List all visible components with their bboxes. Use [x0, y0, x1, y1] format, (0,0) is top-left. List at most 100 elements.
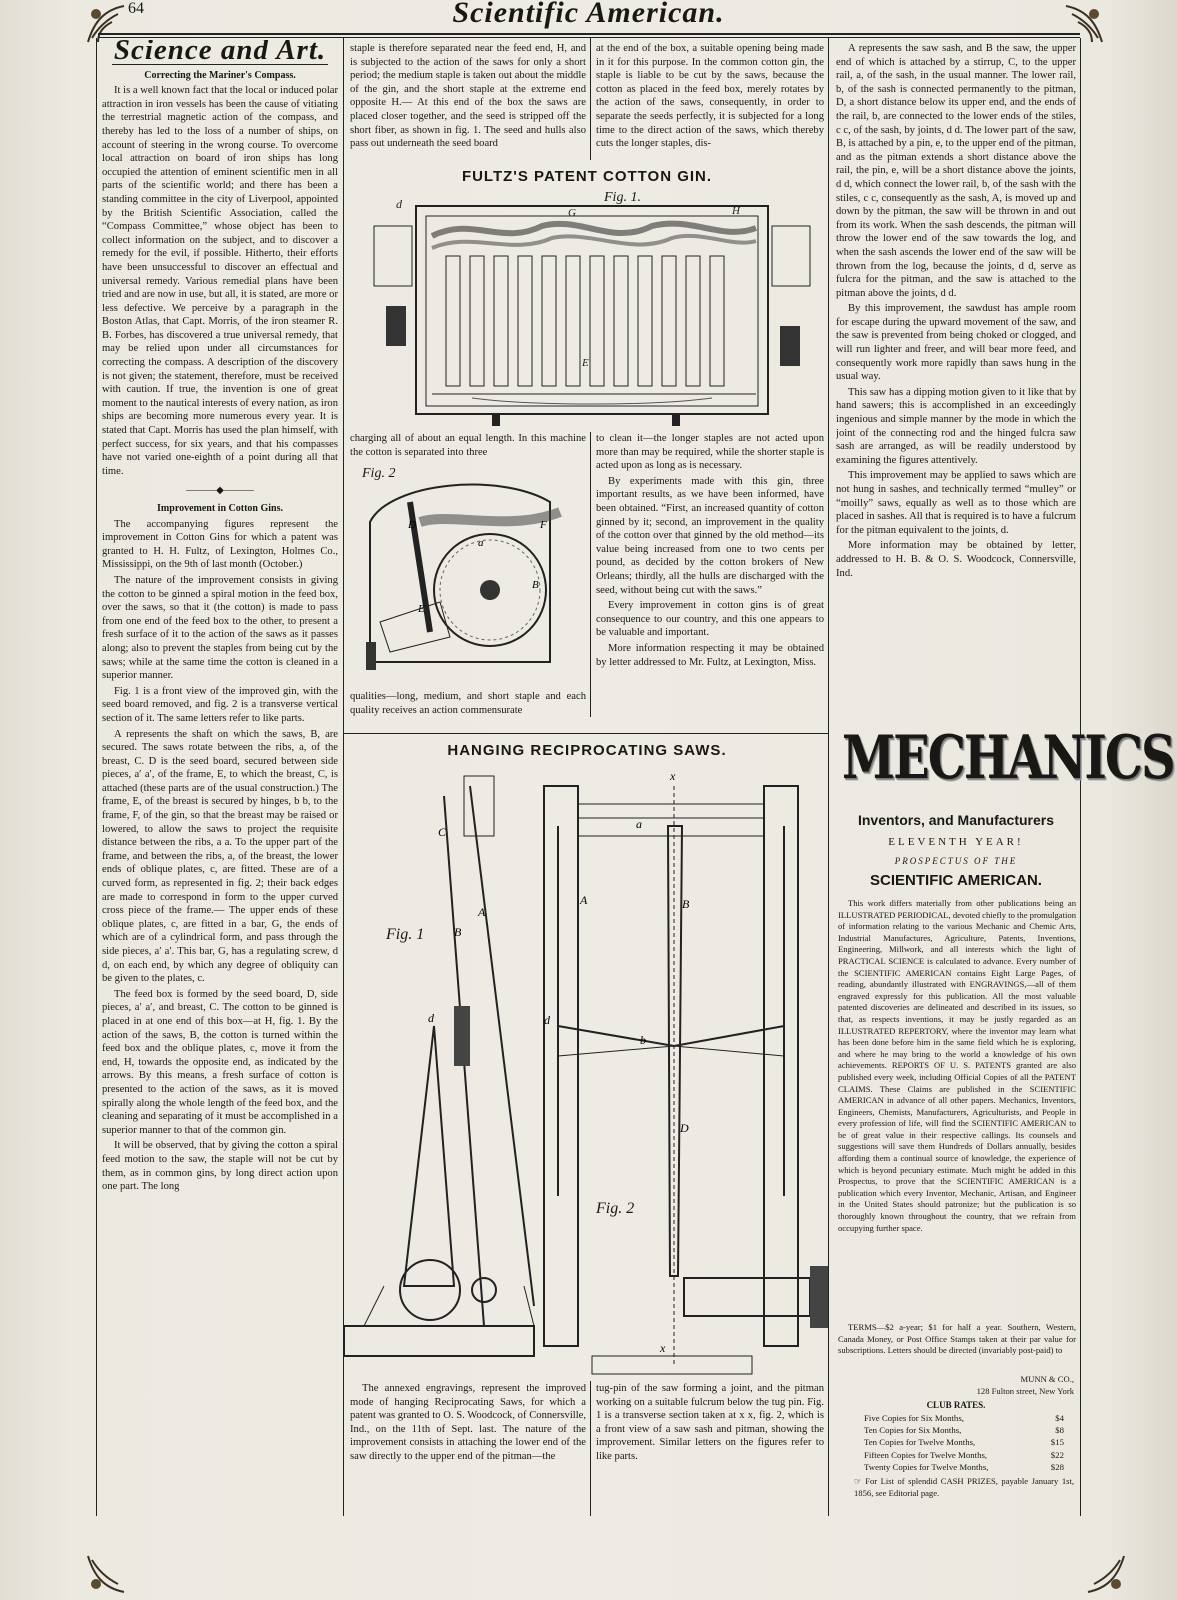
article-title: Improvement in Cotton Gins. [157, 503, 283, 514]
ad-terms: TERMS—$2 a-year; $1 for half a year. Sou… [838, 1322, 1076, 1356]
advertisement: MECHANICS Inventors, and Manufacturers E… [834, 700, 1176, 1530]
paragraph: This improvement may be applied to saws … [836, 470, 1076, 536]
svg-text:d: d [396, 197, 403, 211]
column-4: A represents the saw sash, and B the saw… [836, 42, 1076, 692]
saw-text-left: The annexed engravings, represent the im… [350, 1382, 586, 1522]
ad-address: 128 Fulton street, New York [976, 1386, 1074, 1396]
column-2-top: staple is therefore separated near the f… [350, 42, 586, 162]
paragraph: A represents the shaft on which the saws… [102, 728, 338, 985]
svg-text:D: D [407, 519, 416, 531]
paragraph: More information may be obtained by lett… [836, 540, 1076, 579]
rate-price: $8 [1055, 1425, 1064, 1436]
cotton-gin-fig1: d G H E [373, 197, 811, 426]
page-number: 64 [128, 0, 144, 17]
svg-text:b: b [640, 1033, 646, 1047]
divider [112, 63, 328, 65]
club-rate-row: Ten Copies for Six Months,$8 [864, 1424, 1064, 1436]
ad-body: This work differs materially from other … [838, 898, 1076, 1233]
paragraph: qualities—long, medium, and short staple… [350, 691, 586, 716]
column-2-bottom: qualities—long, medium, and short staple… [350, 690, 586, 730]
figure-title: HANGING RECIPROCATING SAWS. [447, 742, 727, 759]
svg-text:E: E [581, 357, 589, 369]
svg-text:F: F [539, 519, 547, 531]
corner-ornament-icon [1065, 5, 1103, 43]
figure-label: Fig. 1. [604, 190, 641, 205]
section-rule [343, 733, 828, 734]
masthead-rule [98, 37, 1080, 38]
figure-label: Fig. 1 [386, 926, 425, 943]
column-rule [96, 38, 97, 1516]
column-3-top: at the end of the box, a suitable openin… [596, 42, 824, 162]
club-rate-row: Five Copies for Six Months, $4 [864, 1412, 1064, 1424]
svg-text:A: A [477, 905, 486, 919]
paragraph: It is a well known fact that the local o… [102, 85, 338, 477]
svg-text:E: E [417, 603, 425, 615]
column-rule [590, 1381, 591, 1516]
ad-year: ELEVENTH YEAR! [888, 836, 1024, 848]
column-3-mid: to clean it—the longer staples are not a… [596, 432, 824, 730]
column-rule [590, 432, 591, 717]
svg-text:d: d [428, 1011, 435, 1025]
ad-prospectus: PROSPECTUS OF THE [894, 856, 1018, 866]
paragraph: Fig. 1 is a front view of the improved g… [102, 685, 338, 724]
ad-paper-name: SCIENTIFIC AMERICAN. [870, 872, 1042, 889]
paragraph: More information respecting it may be ob… [596, 642, 824, 668]
paragraph: staple is therefore separated near the f… [350, 43, 586, 150]
rate-price: $28 [1050, 1461, 1064, 1472]
svg-text:H: H [731, 205, 741, 217]
paragraph: The nature of the improvement consists i… [102, 574, 338, 682]
svg-text:x: x [669, 769, 676, 783]
column-rule [343, 38, 344, 1516]
paragraph: Every improvement in cotton gins is of g… [596, 600, 824, 639]
paragraph: This saw has a dipping motion given to i… [836, 386, 1076, 466]
paragraph: at the end of the box, a suitable openin… [596, 43, 824, 150]
svg-text:a: a [478, 537, 484, 549]
saw-text-right: tug-pin of the saw forming a joint, and … [596, 1382, 824, 1522]
reciprocating-saw-figure: C B A d x a B A d b D x [344, 769, 828, 1375]
club-title: CLUB RATES. [926, 1400, 986, 1410]
ad-publisher: MUNN & CO., [1020, 1374, 1074, 1384]
figure-label: Fig. 2 [362, 466, 396, 481]
corner-ornament-icon [87, 1555, 125, 1593]
rate-label: Five Copies for Six Months, [864, 1413, 964, 1423]
svg-text:B: B [454, 925, 462, 939]
svg-text:B: B [532, 579, 539, 591]
svg-text:A: A [579, 893, 588, 907]
column-rule [828, 38, 829, 1516]
corner-ornament-icon [87, 5, 125, 43]
rate-price: $22 [1050, 1449, 1064, 1460]
club-rate-row: Ten Copies for Twelve Months, $15 [864, 1436, 1064, 1448]
rate-label: Ten Copies for Twelve Months, [864, 1437, 976, 1448]
masthead-rule [98, 33, 1080, 35]
svg-text:d: d [544, 1013, 551, 1027]
club-rate-row: Twenty Copies for Twelve Months,$28 [864, 1461, 1064, 1473]
svg-text:B: B [682, 897, 690, 911]
svg-text:G: G [568, 207, 576, 219]
cotton-gin-fig2: D a B E F [366, 483, 562, 670]
paragraph: It will be observed, that by giving the … [102, 1140, 338, 1193]
club-rate-row: Fifteen Copies for Twelve Months, $22 [864, 1449, 1064, 1461]
svg-text:x: x [659, 1341, 666, 1355]
svg-text:D: D [679, 1121, 689, 1135]
mechanics-logo: MECHANICS [842, 723, 1176, 793]
column-rule [590, 38, 591, 160]
paragraph: charging all of about an equal length. I… [350, 433, 586, 458]
column-rule [1080, 38, 1081, 1516]
rate-price: $4 [1055, 1413, 1064, 1423]
column-2-mid: charging all of about an equal length. I… [350, 432, 586, 460]
rate-price: $15 [1050, 1437, 1064, 1448]
divider-ornament-icon: ———◆——— [186, 485, 254, 497]
rate-label: Fifteen Copies for Twelve Months, [864, 1449, 988, 1460]
paragraph: The accompanying figures represent the i… [102, 518, 338, 571]
paragraph: to clean it—the longer staples are not a… [596, 433, 824, 472]
masthead-title: Scientific American. [452, 0, 725, 29]
section-title: Science and Art. [113, 40, 327, 66]
paragraph: The annexed engravings, represent the im… [350, 1383, 586, 1462]
svg-text:C: C [438, 825, 447, 839]
figure-title: FULTZ'S PATENT COTTON GIN. [461, 168, 713, 185]
corner-ornament-icon [1087, 1555, 1125, 1593]
paragraph: By this improvement, the sawdust has amp… [836, 303, 1076, 383]
club-rates: Five Copies for Six Months, $4 Ten Copies… [864, 1412, 1064, 1473]
article-title: Correcting the Mariner's Compass. [144, 69, 296, 81]
